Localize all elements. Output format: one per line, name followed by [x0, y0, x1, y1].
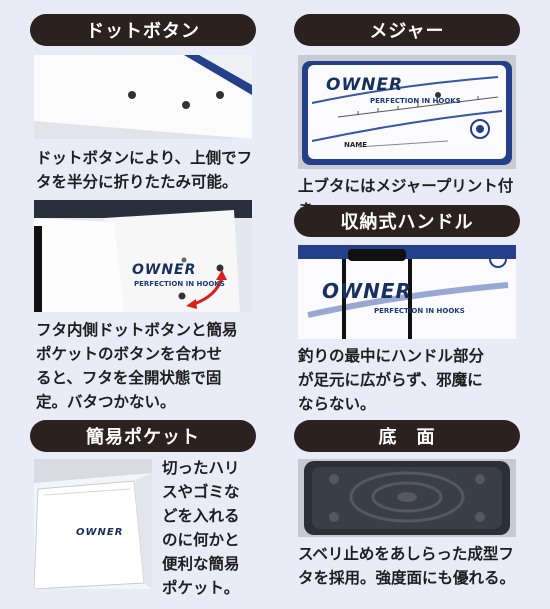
dot-button-stud — [216, 264, 224, 272]
dot-button-stud — [178, 292, 186, 300]
pocket-caption: 切ったハリ スやゴミな どを入れる のに何かと 便利な簡易 ポケット。 — [162, 459, 240, 597]
measure-title: メジャー — [369, 21, 445, 42]
dot-button-heading: ドットボタン — [30, 14, 256, 46]
non-slip-ring — [371, 481, 443, 513]
non-slip-pad — [329, 512, 339, 522]
owner-logo: OWNER — [132, 262, 197, 278]
owner-tagline: PERFECTION IN HOOKS — [134, 280, 225, 288]
non-slip-ring — [397, 492, 417, 502]
handle-illustration — [298, 245, 516, 339]
swing-arrow-icon — [193, 277, 224, 306]
dot-button-title: ドットボタン — [86, 21, 200, 42]
non-slip-pad — [475, 474, 485, 484]
lid-measure-illustration — [298, 55, 516, 169]
hook-name-line — [357, 140, 449, 148]
dot-button-stud — [182, 101, 190, 109]
lid-open-caption: フタ内側ドットボタンと簡易 ポケットのボタンを合わせ ると、フタを全開状態で固 … — [36, 321, 238, 411]
dot-button-stud — [216, 91, 224, 99]
folded-lid-illustration — [34, 55, 252, 139]
handle-heading: 収納式ハンドル — [294, 205, 520, 237]
open-lid-illustration — [34, 200, 252, 312]
measure-heading: メジャー — [294, 14, 520, 46]
non-slip-pad — [475, 512, 485, 522]
bottom-photo — [298, 459, 516, 537]
bottom-illustration — [298, 459, 516, 537]
bottom-title: 底 面 — [378, 427, 436, 448]
lid-open-photo: OWNER PERFECTION IN HOOKS — [34, 200, 252, 312]
owner-logo: OWNER — [326, 75, 404, 95]
pocket-illustration — [34, 459, 152, 589]
dot-button-stud — [128, 91, 136, 99]
measure-photo: OWNER PERFECTION IN HOOKS NAME — [298, 55, 516, 169]
handle-photo: OWNER PERFECTION IN HOOKS — [298, 245, 516, 339]
arrow-head-top — [216, 270, 227, 280]
bottom-heading: 底 面 — [294, 420, 520, 452]
dot-button-stud — [181, 257, 187, 263]
dot-button-photo — [34, 55, 252, 139]
emblem-icon — [489, 250, 507, 268]
pocket-heading: 簡易ポケット — [30, 420, 256, 452]
pocket-title: 簡易ポケット — [86, 427, 200, 448]
emblem-icon — [470, 119, 490, 139]
handle-title: 収納式ハンドル — [340, 212, 474, 233]
owner-tagline: PERFECTION IN HOOKS — [374, 307, 465, 315]
handle-caption: 釣りの最中にハンドル部分 が足元に広がらず、邪魔に ならない。 — [298, 347, 485, 413]
non-slip-ring — [349, 471, 465, 523]
pocket-photo: OWNER — [34, 459, 152, 589]
lid-button-stud — [435, 92, 441, 98]
non-slip-pad — [329, 474, 339, 484]
dot-button-caption: ドットボタンにより、上側でフ タを半分に折りたたみ可能。 — [36, 149, 253, 191]
owner-logo: OWNER — [322, 279, 412, 303]
name-label: NAME — [344, 141, 368, 149]
arrow-head-bottom — [186, 299, 197, 309]
owner-tagline: PERFECTION IN HOOKS — [370, 97, 461, 105]
owner-logo: OWNER — [76, 527, 124, 538]
bottom-caption: スベリ止めをあしらった成型フ タを採用。強度面にも優れる。 — [298, 545, 516, 587]
handle-grip — [348, 249, 406, 261]
